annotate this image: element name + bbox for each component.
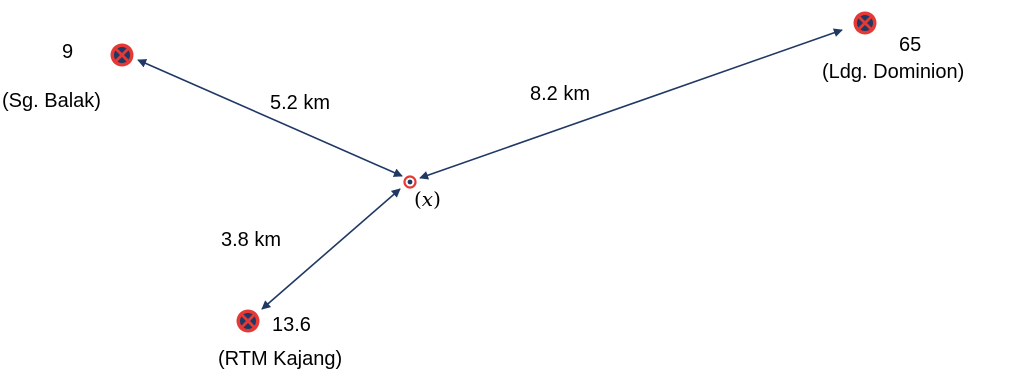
sg-balak-distance: 5.2 km <box>270 92 331 114</box>
arrow-ldg-dominion <box>419 28 843 180</box>
no-stopping-sign-icon <box>110 43 134 67</box>
sg-balak-name: (Sg. Balak) <box>2 90 101 112</box>
ldg-dominion-value: 65 <box>899 34 922 56</box>
target-point-icon <box>403 175 417 189</box>
ldg-dominion-name: (Ldg. Dominion) <box>822 61 965 83</box>
rtm-kajang-name: (RTM Kajang) <box>218 348 343 370</box>
center-point-label: (𝑥) <box>414 187 441 211</box>
sg-balak-value: 9 <box>62 41 74 63</box>
ldg-dominion-distance: 8.2 km <box>530 83 591 105</box>
arrow-rtm-kajang <box>261 188 401 310</box>
arrow-sg-balak <box>137 59 403 177</box>
no-stopping-sign-icon <box>236 309 260 333</box>
no-stopping-sign-icon <box>853 11 877 35</box>
rtm-kajang-distance: 3.8 km <box>221 229 282 251</box>
rtm-kajang-value: 13.6 <box>272 314 311 336</box>
